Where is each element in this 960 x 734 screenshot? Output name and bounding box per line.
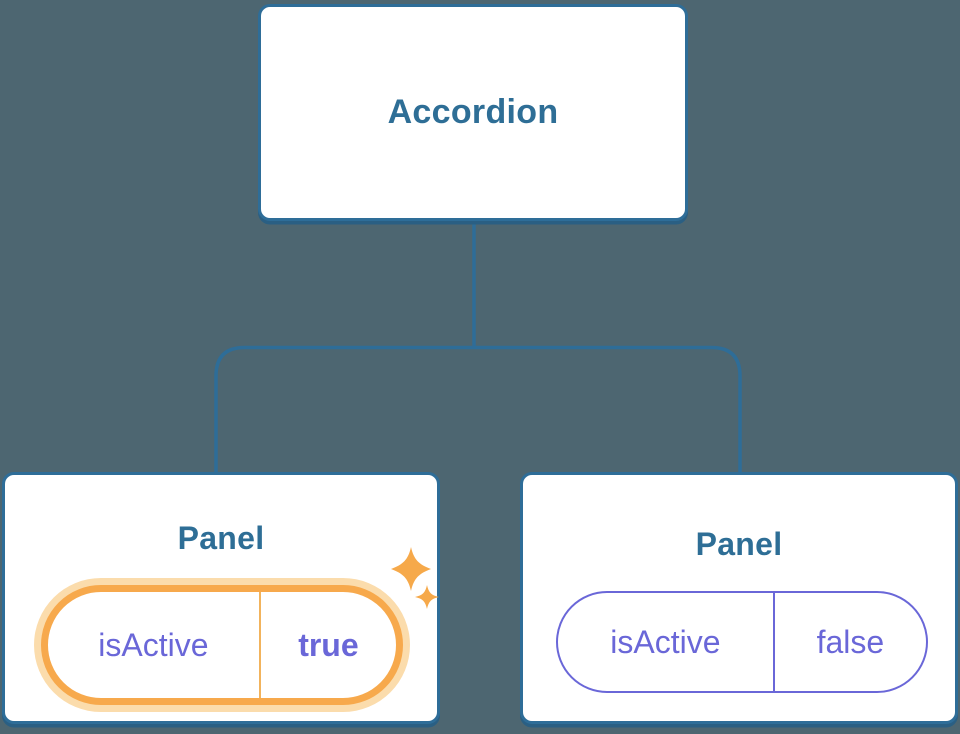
state-name: isActive [610, 623, 721, 660]
state-value: true [298, 626, 359, 663]
pill-divider [258, 592, 261, 698]
state-value: false [816, 623, 885, 660]
connector-branch-line [214, 345, 742, 474]
panel-node-label: Panel [177, 520, 265, 556]
panel-node-active: Panel isActive true [2, 472, 440, 724]
pill-divider [772, 593, 775, 691]
accordion-node-label: Accordion [387, 93, 559, 131]
sparkle-icon [415, 585, 439, 609]
sparkle-icon [391, 547, 431, 591]
panel-node-inactive: Panel isActive false [520, 472, 958, 724]
panel-node-label: Panel [695, 526, 783, 562]
accordion-node: Accordion [258, 4, 688, 221]
state-pill-active: isActive true [41, 585, 403, 705]
state-pill-inactive: isActive false [556, 591, 928, 693]
state-name: isActive [98, 626, 209, 663]
